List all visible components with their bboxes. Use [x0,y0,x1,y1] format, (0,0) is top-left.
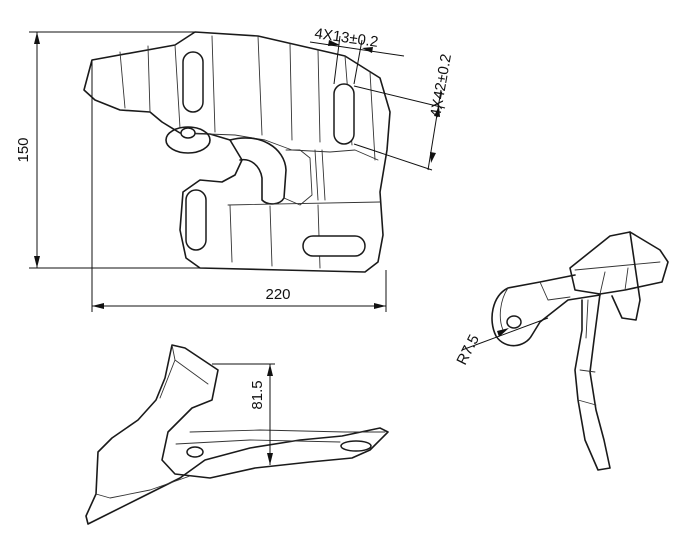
dim-side-height-label: 81.5 [249,380,266,409]
dim-slot-width: 4X13±0.2 [309,25,405,85]
slot-lower-left [185,189,207,251]
front-view [83,31,391,273]
dim-radius: R7.5 [453,317,549,368]
dim-radius-label: R7.5 [453,332,483,368]
front-view-hook [229,137,287,205]
iso-top-plate-edge [574,261,661,295]
front-view-hook-inner [283,149,313,206]
front-view-round-hole [180,127,196,139]
dim-side-height: 81.5 [212,363,275,465]
iso-top-plate [569,231,669,295]
front-view-lower-plate [227,201,381,269]
isometric-view [491,231,669,471]
side-view-edges [95,344,386,499]
iso-arm-edge [499,281,571,331]
side-view-hole-left [186,446,204,458]
slot-upper-left [182,51,204,113]
slot-upper-right [333,83,355,145]
slot-lower-horizontal [302,235,366,257]
front-view-outline [83,31,391,273]
dim-slot-length: 4X42±0.2 [353,53,455,171]
dim-width-220: 220 [91,60,387,312]
side-view [85,344,389,525]
side-view-hole-right [340,440,372,452]
iso-arm [491,274,601,347]
dim-height-label: 150 [15,137,32,162]
dim-slot-length-label: 4X42±0.2 [427,53,455,119]
dim-width-label: 220 [265,286,290,303]
iso-back-flange [611,231,641,321]
front-view-boss [165,126,211,154]
dim-height-150: 150 [15,31,200,269]
iso-leg [574,293,611,471]
iso-round-hole [506,315,522,329]
front-view-ribs [314,149,326,201]
iso-leg-edges [577,299,597,406]
side-view-outline [85,344,389,525]
